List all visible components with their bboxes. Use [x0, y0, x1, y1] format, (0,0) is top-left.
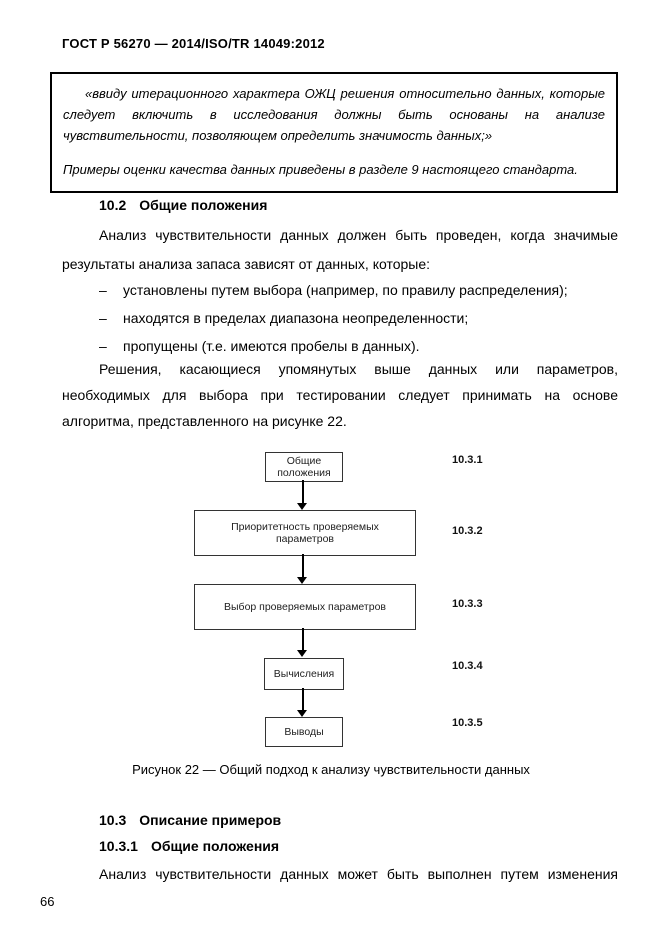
- arrow-line: [302, 628, 304, 650]
- arrow-head: [297, 710, 307, 717]
- dash-marker: –: [99, 282, 107, 298]
- page-number: 66: [40, 894, 55, 909]
- arrow-head: [297, 577, 307, 584]
- quote-box: «ввиду итерационного характера ОЖЦ решен…: [50, 72, 618, 193]
- quote-paragraph-2: Примеры оценки качества данных приведены…: [63, 162, 578, 177]
- dash-marker: –: [99, 310, 107, 326]
- section-title: Описание примеров: [139, 812, 282, 828]
- arrow-line: [302, 554, 304, 577]
- paragraph-1: Анализ чувствительности данных должен бы…: [62, 221, 618, 279]
- flowchart-box-label: Приоритетность проверяемых параметров: [231, 521, 379, 545]
- quote-line: «ввиду итерационного характера ОЖЦ решен…: [85, 86, 605, 101]
- flowchart-box-priority: Приоритетность проверяемых параметров: [194, 510, 416, 556]
- list-item: – пропущены (т.е. имеются пробелы в данн…: [62, 332, 618, 360]
- paragraph-line: Решения, касающиеся упомянутых выше данн…: [99, 361, 618, 377]
- flowchart-ref-10-3-5: 10.3.5: [452, 717, 483, 729]
- list-item-text: находятся в пределах диапазона неопредел…: [123, 310, 469, 326]
- flowchart-box-selection: Выбор проверяемых параметров: [194, 584, 416, 630]
- paragraph-line: алгоритма, представленного на рисунке 22…: [62, 413, 347, 429]
- section-heading-10-3: 10.3 Описание примеров: [99, 812, 281, 828]
- list-item-text: установлены путем выбора (например, по п…: [123, 282, 568, 298]
- flowchart-ref-10-3-2: 10.3.2: [452, 525, 483, 537]
- section-number: 10.2: [99, 197, 127, 213]
- paragraph-3: Анализ чувствительности данных может быт…: [62, 864, 618, 884]
- bullet-list: – установлены путем выбора (например, по…: [62, 276, 618, 360]
- flowchart-box-conclusions: Выводы: [265, 717, 343, 747]
- quote-paragraph-1: «ввиду итерационного характера ОЖЦ решен…: [63, 83, 605, 146]
- flowchart-box-calculations: Вычисления: [264, 658, 344, 690]
- list-item-text: пропущены (т.е. имеются пробелы в данных…: [123, 338, 420, 354]
- paragraph-line: Анализ чувствительности данных может быт…: [99, 866, 618, 882]
- flowchart-ref-10-3-4: 10.3.4: [452, 660, 483, 672]
- figure-caption: Рисунок 22 — Общий подход к анализу чувс…: [132, 762, 530, 777]
- section-title: Общие положения: [139, 197, 268, 213]
- paragraph-line: результаты анализа запаса зависят от дан…: [62, 256, 431, 272]
- down-arrow-icon: [297, 554, 308, 584]
- paragraph-line: Анализ чувствительности данных должен бы…: [99, 227, 618, 243]
- flowchart-ref-10-3-3: 10.3.3: [452, 598, 483, 610]
- flowchart-box-label: Выбор проверяемых параметров: [224, 601, 386, 613]
- flowchart-box-general: Общие положения: [265, 452, 343, 482]
- flowchart-box-label: Общие положения: [277, 455, 331, 479]
- flowchart-ref-10-3-1: 10.3.1: [452, 454, 483, 466]
- section-title: Общие положения: [150, 838, 280, 854]
- list-item: – находятся в пределах диапазона неопред…: [62, 304, 618, 332]
- document-header: ГОСТ Р 56270 — 2014/ISO/TR 14049:2012: [62, 36, 325, 51]
- quote-line: следует включить в исследования должны б…: [63, 107, 605, 122]
- dash-marker: –: [99, 338, 107, 354]
- down-arrow-icon: [297, 480, 308, 510]
- arrow-line: [302, 688, 304, 710]
- section-heading-10-3-1: 10.3.1 Общие положения: [99, 838, 279, 854]
- paragraph-2: Решения, касающиеся упомянутых выше данн…: [62, 356, 618, 434]
- section-number: 10.3: [99, 812, 127, 828]
- paragraph-line: необходимых для выбора при тестировании …: [62, 387, 618, 403]
- arrow-line: [302, 480, 304, 503]
- down-arrow-icon: [297, 688, 308, 717]
- down-arrow-icon: [297, 628, 308, 657]
- list-item: – установлены путем выбора (например, по…: [62, 276, 618, 304]
- arrow-head: [297, 503, 307, 510]
- flowchart-box-label: Вычисления: [273, 668, 335, 680]
- section-number: 10.3.1: [99, 838, 138, 854]
- arrow-head: [297, 650, 307, 657]
- quote-line: чувствительности, позволяющем определить…: [63, 128, 493, 143]
- flowchart-box-label: Выводы: [284, 726, 324, 738]
- section-heading-10-2: 10.2 Общие положения: [99, 197, 267, 213]
